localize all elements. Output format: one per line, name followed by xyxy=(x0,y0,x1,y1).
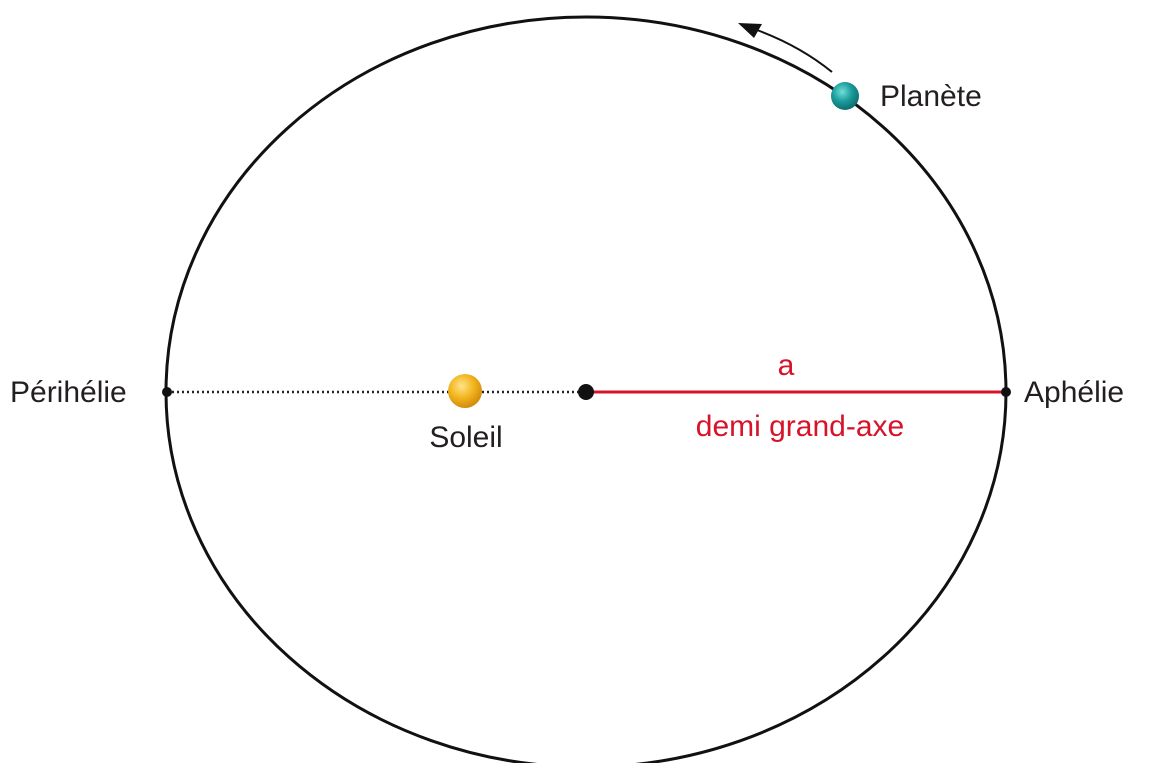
perihelion-label: Périhélie xyxy=(10,376,127,409)
aphelion-label: Aphélie xyxy=(1024,376,1124,409)
perihelion-point xyxy=(162,387,172,397)
orbit-direction-arrowhead-icon xyxy=(738,23,762,38)
sun-icon xyxy=(448,374,482,408)
semi-major-axis-label: demi grand-axe xyxy=(696,410,904,443)
aphelion-point xyxy=(1001,387,1011,397)
orbit-direction-arrow-icon xyxy=(756,29,833,73)
ellipse-center-point xyxy=(578,384,594,400)
planet-label: Planète xyxy=(880,80,982,113)
sun-label: Soleil xyxy=(429,421,502,454)
semi-major-axis-symbol: a xyxy=(778,349,795,382)
planet-icon xyxy=(831,82,859,110)
